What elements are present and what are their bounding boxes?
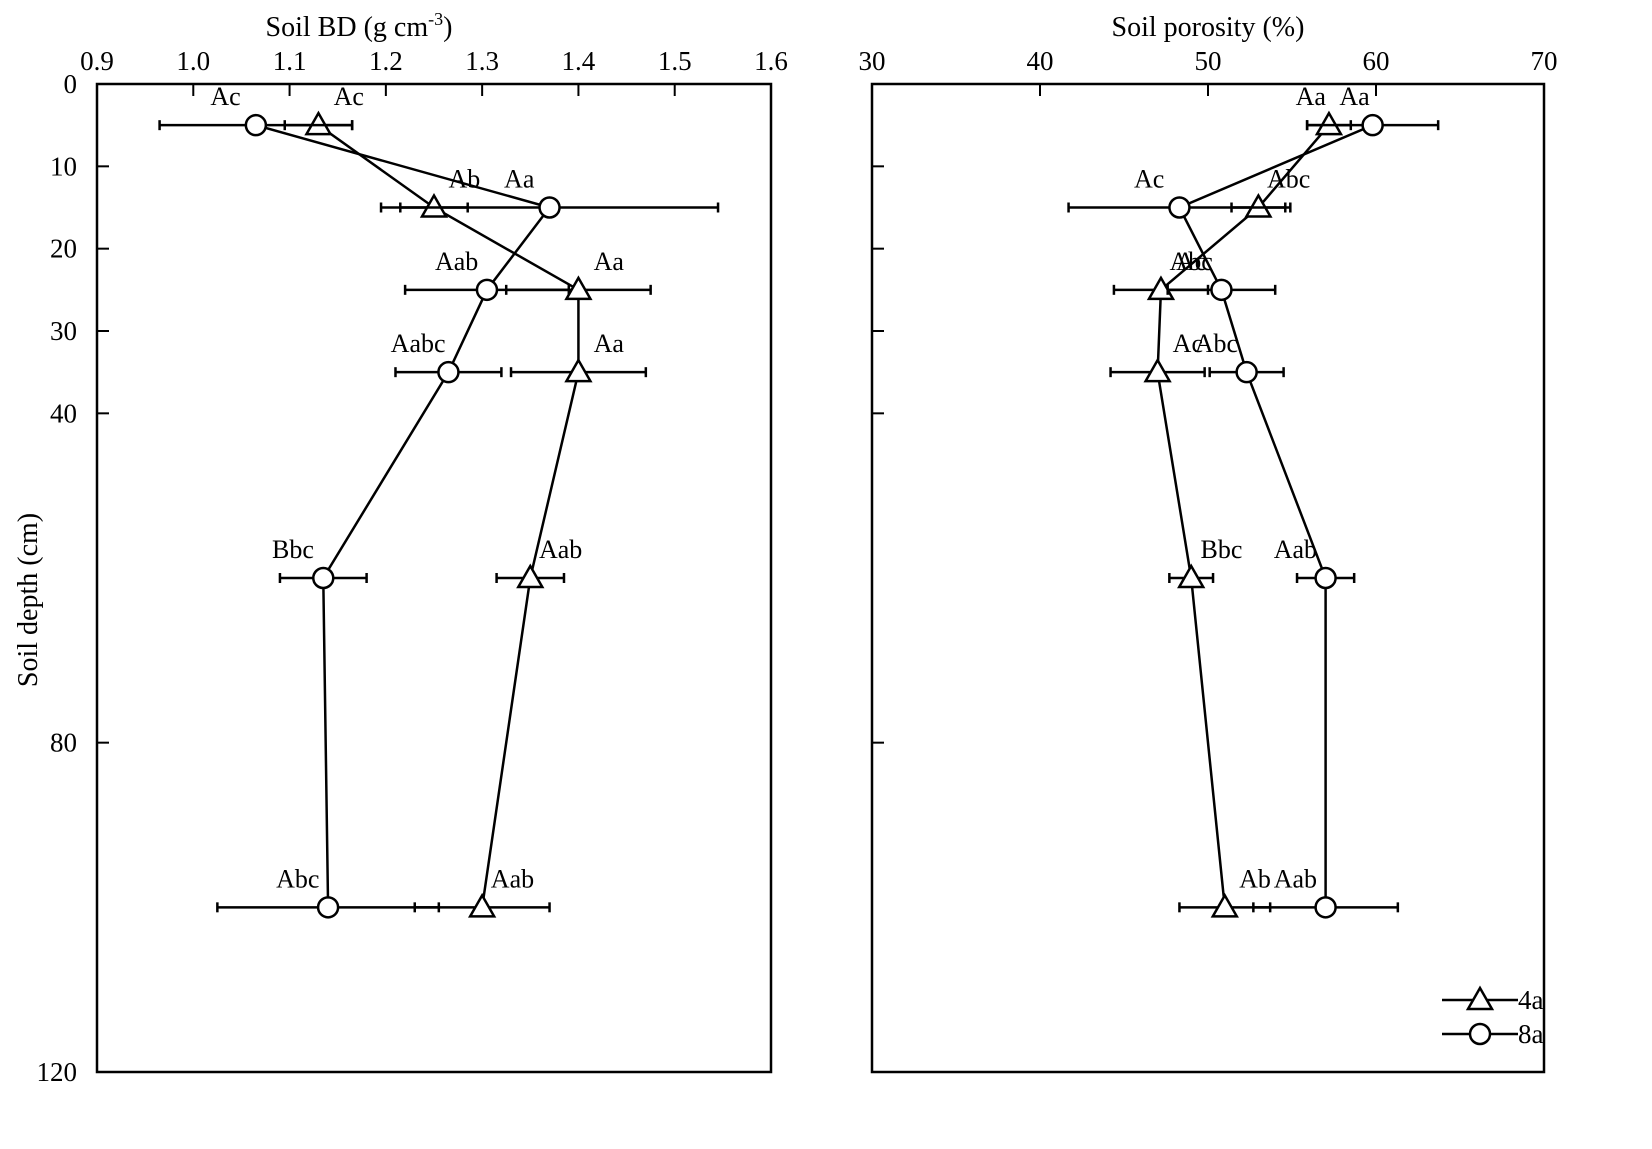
data-point-8a (538, 196, 561, 219)
data-point-8a (1168, 196, 1191, 219)
x-tick-label: 1.5 (658, 46, 692, 76)
data-point-8a (1361, 113, 1384, 137)
x-tick-label: 60 (1363, 46, 1390, 76)
data-point-8a (1235, 360, 1258, 384)
data-point-4a (516, 563, 545, 589)
significance-label: Abc (1170, 247, 1213, 276)
data-point-8a (1210, 278, 1233, 302)
data-point-8a (1314, 896, 1337, 919)
significance-label: Aa (1296, 82, 1327, 111)
series-line (1156, 124, 1330, 908)
data-point-4a (1177, 563, 1206, 589)
significance-label: Ac (1134, 165, 1164, 194)
significance-label: Bbc (1200, 535, 1242, 564)
significance-label: Aab (539, 535, 582, 564)
x-tick-label: 1.1 (273, 46, 307, 76)
y-tick-label: 0 (64, 69, 78, 99)
data-point-8a (1314, 566, 1337, 590)
x-tick-label: 30 (859, 46, 886, 76)
y-tick-label: 40 (50, 398, 77, 428)
data-point-8a (312, 566, 335, 590)
x-tick-label: 0.9 (80, 46, 114, 76)
significance-label: Bbc (272, 535, 314, 564)
significance-label: Abc (1267, 165, 1310, 194)
legend-label: 4a (1518, 985, 1544, 1015)
x-tick-label: 50 (1195, 46, 1222, 76)
significance-label: Ac (1173, 329, 1203, 358)
significance-label: Aa (1339, 82, 1370, 111)
legend-item-8a: 8a (1442, 1019, 1544, 1049)
legend-marker-8a (1468, 1022, 1492, 1046)
legend-marker-4a (1465, 985, 1495, 1011)
data-point-4a (1146, 275, 1176, 301)
series-line (255, 123, 552, 908)
significance-label: Aab (1274, 864, 1317, 893)
y-tick-label: 30 (50, 316, 77, 346)
significance-label: Aa (594, 247, 625, 276)
data-point-4a (1210, 892, 1239, 918)
legend-label: 8a (1518, 1019, 1544, 1049)
data-point-8a (244, 113, 268, 137)
y-tick-label: 120 (37, 1057, 78, 1087)
significance-label: Aab (435, 247, 478, 276)
legend-item-4a: 4a (1442, 985, 1544, 1015)
significance-label: Ab (1239, 864, 1271, 893)
significance-label: Ab (448, 165, 480, 194)
significance-label: Abc (276, 864, 319, 893)
panel-soil-bd: 0.9 1.0 1.1 1.2 1.3 1.4 1.5 1.6 0 10 20 30 40 80 120 So… (37, 9, 788, 1087)
significance-label: Abc (1195, 329, 1238, 358)
x-tick-label: 1.3 (465, 46, 499, 76)
series-line (1177, 124, 1374, 908)
x-tick-label: 1.2 (369, 46, 403, 76)
significance-label: Aa (594, 329, 625, 358)
y-tick-label: 80 (50, 728, 77, 758)
plot-frame (95, 82, 773, 1074)
data-point-4a (564, 357, 593, 383)
x-axis-title: Soil BD (g cm-3) (266, 9, 453, 43)
significance-label: Aab (1274, 535, 1317, 564)
significance-label: Aabc (391, 329, 446, 358)
x-tick-label: 1.4 (562, 46, 596, 76)
data-point-4a (467, 892, 497, 918)
significance-label: Ac (334, 82, 364, 111)
data-point-4a (1244, 192, 1273, 218)
x-axis-title-end: ) (443, 12, 452, 43)
x-tick-label: 1.6 (754, 46, 788, 76)
x-tick-label: 1.0 (176, 46, 210, 76)
y-axis-title: Soil depth (cm) (13, 513, 44, 687)
significance-label: Aa (504, 165, 535, 194)
y-tick-label: 20 (50, 234, 77, 264)
data-point-8a (475, 278, 499, 302)
data-point-4a (419, 192, 449, 218)
x-tick-label: 70 (1531, 46, 1558, 76)
series-line (317, 124, 580, 908)
data-point-8a (437, 360, 460, 384)
data-point-4a (1314, 110, 1344, 136)
significance-label: Ac (210, 82, 240, 111)
y-tick-label: 10 (50, 151, 77, 181)
significance-label: Aab (491, 864, 534, 893)
x-tick-label: 40 (1027, 46, 1054, 76)
x-axis-title-superscript: -3 (428, 9, 443, 29)
x-axis-title: Soil porosity (%) (1112, 12, 1305, 43)
data-point-4a (304, 110, 333, 136)
data-point-4a (1143, 357, 1172, 383)
data-point-8a (316, 896, 340, 919)
data-point-4a (564, 275, 593, 301)
